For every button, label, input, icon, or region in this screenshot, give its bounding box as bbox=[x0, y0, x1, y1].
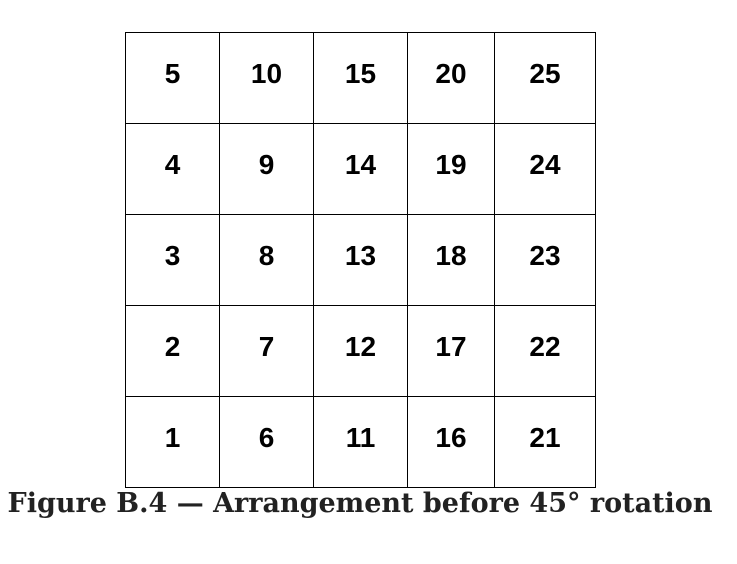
grid-cell: 14 bbox=[313, 123, 408, 215]
grid-cell: 1 bbox=[125, 396, 220, 488]
grid-cell: 21 bbox=[494, 396, 596, 488]
grid-cell: 25 bbox=[494, 32, 596, 124]
grid-cell: 12 bbox=[313, 305, 408, 397]
grid-cell: 20 bbox=[407, 32, 495, 124]
grid-cell: 10 bbox=[219, 32, 314, 124]
grid-cell: 11 bbox=[313, 396, 408, 488]
grid-cell: 2 bbox=[125, 305, 220, 397]
grid-cell: 16 bbox=[407, 396, 495, 488]
grid-cell: 4 bbox=[125, 123, 220, 215]
grid-cell: 18 bbox=[407, 214, 495, 306]
grid-cell: 17 bbox=[407, 305, 495, 397]
grid-cell: 3 bbox=[125, 214, 220, 306]
figure-caption: Figure B.4 — Arrangement before 45° rota… bbox=[7, 488, 713, 519]
grid-cell: 7 bbox=[219, 305, 314, 397]
grid-cell: 23 bbox=[494, 214, 596, 306]
grid-cell: 15 bbox=[313, 32, 408, 124]
grid-cell: 6 bbox=[219, 396, 314, 488]
grid-cell: 19 bbox=[407, 123, 495, 215]
grid-cell: 13 bbox=[313, 214, 408, 306]
grid-cell: 9 bbox=[219, 123, 314, 215]
grid-cell: 24 bbox=[494, 123, 596, 215]
grid-cell: 8 bbox=[219, 214, 314, 306]
grid-cell: 5 bbox=[125, 32, 220, 124]
grid-cell: 22 bbox=[494, 305, 596, 397]
